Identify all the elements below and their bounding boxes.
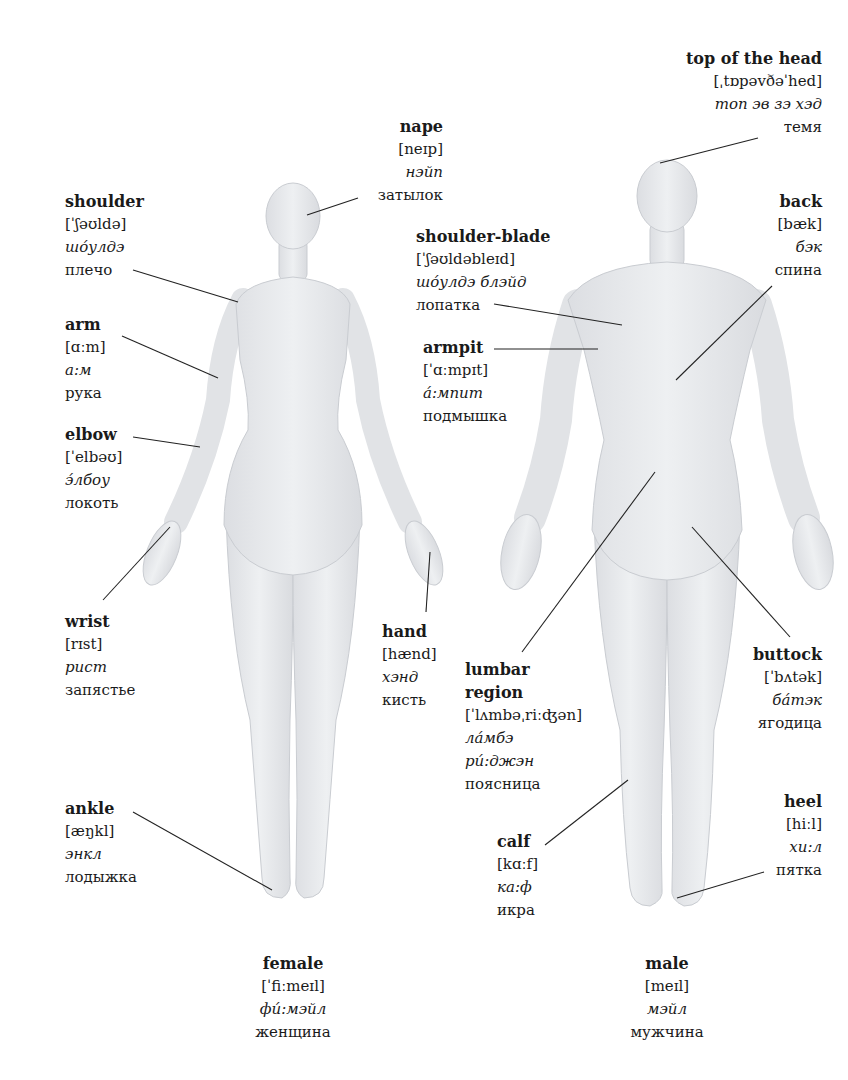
label-ipa: [bæk]	[775, 213, 822, 236]
label-translation: затылок	[378, 184, 443, 207]
label-transcription: ка:ф	[497, 876, 538, 899]
label-ipa: [ˈfiːmeɪl]	[255, 975, 331, 998]
label-ipa: [hiːl]	[776, 813, 822, 836]
label-transcription: ба́тэк	[753, 689, 822, 712]
label-transcription: э́лбоу	[65, 469, 122, 492]
label-ipa: [ˈlʌmbəˌriːʤən]	[465, 704, 582, 727]
label-term: top of the head	[686, 47, 822, 70]
label-translation: лодыжка	[65, 866, 137, 889]
label-transcription: энкл	[65, 843, 137, 866]
label-group: arm[ɑːm]а:мрука	[65, 313, 106, 405]
label-transcription: рист	[65, 656, 135, 679]
label-ipa: [ɑːm]	[65, 336, 106, 359]
label-group: ankle[æŋkl]энкллодыжка	[65, 797, 137, 889]
label-transcription: нэйп	[378, 161, 443, 184]
leader-lines	[103, 138, 790, 898]
label-term: nape	[378, 115, 443, 138]
label-term: buttock	[753, 643, 822, 666]
label-term: arm	[65, 313, 106, 336]
label-translation: поясница	[465, 773, 582, 796]
label-group: calf[kɑːf]ка:фикра	[497, 830, 538, 922]
label-translation: плечо	[65, 259, 144, 282]
female-figure	[135, 183, 450, 898]
label-group: nape[neɪp]нэйпзатылок	[378, 115, 443, 207]
label-term: armpit	[423, 336, 507, 359]
label-ipa: [ˈɑːmpɪt]	[423, 359, 507, 382]
label-group: armpit[ˈɑːmpɪt]а́:мпитподмышка	[423, 336, 507, 428]
label-ipa: [kɑːf]	[497, 853, 538, 876]
label-ipa: [æŋkl]	[65, 820, 137, 843]
label-group: female[ˈfiːmeɪl]фи́:мэйлженщина	[255, 952, 331, 1044]
label-ipa: [ˈelbəʊ]	[65, 446, 122, 469]
label-transcription: а:м	[65, 359, 106, 382]
label-term: heel	[776, 790, 822, 813]
label-ipa: [ˈʃəʊldəbleɪd]	[416, 248, 550, 271]
label-group: top of the head[ˌtɒpəvðəˈhed]топ эв зэ х…	[686, 47, 822, 139]
label-transcription: хэнд	[382, 666, 437, 689]
label-group: shoulder[ˈʃəʊldə]шо́улдэплечо	[65, 190, 144, 282]
label-ipa: [meɪl]	[630, 975, 703, 998]
label-ipa: [ˌtɒpəvðəˈhed]	[686, 70, 822, 93]
male-figure	[495, 160, 840, 906]
label-translation: икра	[497, 899, 538, 922]
label-term: hand	[382, 620, 437, 643]
label-translation: запястье	[65, 679, 135, 702]
label-translation: пятка	[776, 859, 822, 882]
label-term: male	[630, 952, 703, 975]
label-transcription: хи:л	[776, 836, 822, 859]
label-transcription: мэйл	[630, 998, 703, 1021]
label-term: back	[775, 190, 822, 213]
label-term: ankle	[65, 797, 137, 820]
label-group: hand[hænd]хэндкисть	[382, 620, 437, 712]
label-translation: рука	[65, 382, 106, 405]
label-group: lumbar region[ˈlʌmbəˌriːʤən]ла́мбэ ри́:д…	[465, 658, 582, 796]
label-term: wrist	[65, 610, 135, 633]
label-translation: локоть	[65, 492, 122, 515]
label-ipa: [rɪst]	[65, 633, 135, 656]
label-ipa: [hænd]	[382, 643, 437, 666]
label-transcription: бэк	[775, 236, 822, 259]
label-group: elbow[ˈelbəʊ]э́лбоулокоть	[65, 423, 122, 515]
label-transcription: шо́улдэ блэйд	[416, 271, 550, 294]
label-ipa: [ˈʃəʊldə]	[65, 213, 144, 236]
label-group: back[bæk]бэкспина	[775, 190, 822, 282]
label-translation: подмышка	[423, 405, 507, 428]
label-translation: ягодица	[753, 712, 822, 735]
label-ipa: [ˈbʌtək]	[753, 666, 822, 689]
label-transcription: шо́улдэ	[65, 236, 144, 259]
label-translation: спина	[775, 259, 822, 282]
label-group: buttock[ˈbʌtək]ба́тэкягодица	[753, 643, 822, 735]
label-term: shoulder	[65, 190, 144, 213]
label-group: wrist[rɪst]ристзапястье	[65, 610, 135, 702]
label-translation: женщина	[255, 1021, 331, 1044]
label-term: female	[255, 952, 331, 975]
label-term: elbow	[65, 423, 122, 446]
label-translation: мужчина	[630, 1021, 703, 1044]
label-group: shoulder-blade[ˈʃəʊldəbleɪd]шо́улдэ блэй…	[416, 225, 550, 317]
label-term: calf	[497, 830, 538, 853]
label-group: heel[hiːl]хи:лпятка	[776, 790, 822, 882]
label-transcription: а́:мпит	[423, 382, 507, 405]
label-term: lumbar region	[465, 658, 547, 704]
label-translation: лопатка	[416, 294, 550, 317]
label-translation: темя	[686, 116, 822, 139]
label-transcription: фи́:мэйл	[255, 998, 331, 1021]
label-translation: кисть	[382, 689, 437, 712]
label-transcription: ла́мбэ ри́:джэн	[465, 727, 547, 773]
label-transcription: топ эв зэ хэд	[686, 93, 822, 116]
label-term: shoulder-blade	[416, 225, 550, 248]
label-ipa: [neɪp]	[378, 138, 443, 161]
label-group: male[meɪl]мэйлмужчина	[630, 952, 703, 1044]
